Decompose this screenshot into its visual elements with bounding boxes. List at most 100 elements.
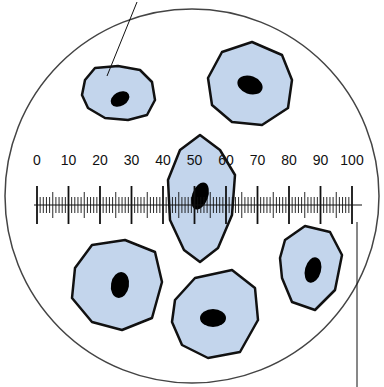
graticule-tick xyxy=(248,197,249,213)
graticule-tick xyxy=(207,197,208,213)
graticule-tick xyxy=(103,197,104,213)
graticule-tick xyxy=(140,197,141,213)
cell xyxy=(168,135,235,262)
graticule-tick xyxy=(326,197,327,213)
cell xyxy=(280,226,342,310)
graticule-tick xyxy=(232,197,233,213)
graticule-tick xyxy=(122,197,123,213)
graticule-tick xyxy=(87,197,88,213)
scale-number: 50 xyxy=(187,152,203,168)
graticule-tick xyxy=(320,186,322,224)
graticule-tick xyxy=(191,197,192,213)
scale-number: 60 xyxy=(218,152,234,168)
graticule-tick xyxy=(188,197,189,213)
nucleus xyxy=(108,88,132,110)
nucleus xyxy=(109,271,131,300)
graticule-tick xyxy=(282,197,283,213)
scale-number: 70 xyxy=(250,152,266,168)
graticule-tick xyxy=(219,197,220,213)
graticule-tick xyxy=(222,197,223,213)
graticule-tick xyxy=(329,197,330,213)
graticule-tick xyxy=(295,197,296,213)
graticule-tick xyxy=(96,197,97,213)
graticule-tick xyxy=(203,197,204,213)
graticule-tick xyxy=(238,197,239,213)
graticule-tick xyxy=(225,186,227,224)
graticule-tick xyxy=(99,186,101,224)
graticule-tick xyxy=(229,197,230,213)
graticule-tick xyxy=(288,186,290,224)
graticule-tick xyxy=(169,197,170,213)
graticule-tick xyxy=(251,197,252,213)
graticule-tick xyxy=(244,197,245,213)
graticule-tick xyxy=(147,192,148,218)
graticule-tick xyxy=(254,197,255,213)
nucleus xyxy=(200,309,226,327)
graticule-tick xyxy=(304,192,305,218)
graticule-tick xyxy=(153,197,154,213)
graticule-tick xyxy=(213,197,214,213)
leader-line xyxy=(107,2,137,76)
graticule-tick xyxy=(125,197,126,213)
graticule-tick xyxy=(128,197,129,213)
graticule-tick xyxy=(339,197,340,213)
graticule-tick xyxy=(266,197,267,213)
cells xyxy=(72,42,342,358)
graticule-tick xyxy=(348,197,349,213)
graticule-tick xyxy=(65,197,66,213)
graticule-tick xyxy=(109,197,110,213)
graticule-tick xyxy=(131,186,133,224)
graticule-tick xyxy=(298,197,299,213)
graticule-tick xyxy=(90,197,91,213)
graticule-tick xyxy=(273,192,274,218)
graticule-tick xyxy=(156,197,157,213)
leader-line xyxy=(357,222,358,387)
graticule-tick xyxy=(317,197,318,213)
graticule-tick xyxy=(276,197,277,213)
graticule-tick xyxy=(52,192,53,218)
graticule-tick xyxy=(74,197,75,213)
graticule-tick xyxy=(93,197,94,213)
cell xyxy=(172,270,258,358)
graticule-tick xyxy=(270,197,271,213)
graticule-tick xyxy=(159,197,160,213)
scale-number: 0 xyxy=(33,152,41,168)
leader-lines xyxy=(107,2,357,387)
graticule-tick xyxy=(62,197,63,213)
graticule-tick xyxy=(112,197,113,213)
graticule-tick xyxy=(144,197,145,213)
graticule-tick xyxy=(71,197,72,213)
graticule-tick xyxy=(257,186,259,224)
graticule-tick xyxy=(81,197,82,213)
scale-number: 80 xyxy=(281,152,297,168)
graticule-tick xyxy=(150,197,151,213)
graticule-tick xyxy=(200,197,201,213)
graticule-tick xyxy=(263,197,264,213)
scale-number: 10 xyxy=(61,152,77,168)
graticule-tick xyxy=(84,192,85,218)
graticule-tick xyxy=(134,197,135,213)
graticule-tick xyxy=(43,197,44,213)
graticule-tick xyxy=(307,197,308,213)
graticule-tick xyxy=(333,197,334,213)
graticule-tick xyxy=(77,197,78,213)
field-of-view xyxy=(5,9,379,383)
graticule-tick xyxy=(292,197,293,213)
graticule-tick xyxy=(336,192,337,218)
scale-number: 90 xyxy=(313,152,329,168)
graticule-tick xyxy=(235,197,236,213)
graticule-tick xyxy=(49,197,50,213)
graticule-tick xyxy=(118,197,119,213)
scale-number: 20 xyxy=(92,152,108,168)
graticule-tick xyxy=(241,192,242,218)
graticule-tick xyxy=(166,197,167,213)
graticule-tick xyxy=(178,192,179,218)
graticule-tick xyxy=(285,197,286,213)
graticule-tick xyxy=(115,192,116,218)
scale-number: 40 xyxy=(155,152,171,168)
eyepiece-graticule xyxy=(34,186,362,224)
graticule-tick xyxy=(197,197,198,213)
graticule-tick xyxy=(210,192,211,218)
graticule-tick xyxy=(323,197,324,213)
